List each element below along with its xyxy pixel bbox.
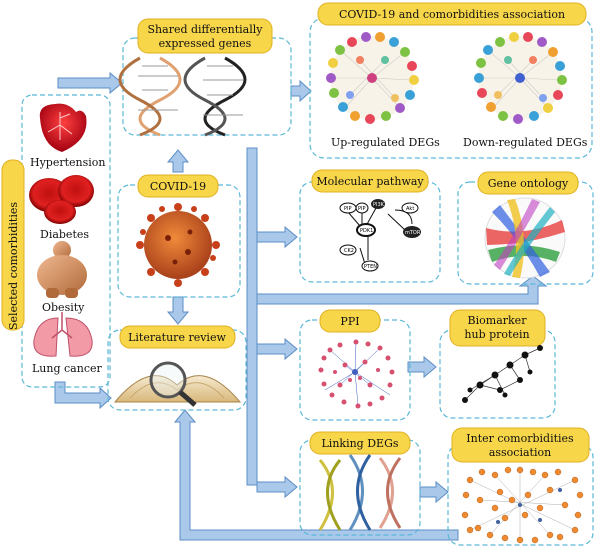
arrow-ppi-to-biomarker xyxy=(407,355,437,379)
covid-pill xyxy=(137,174,219,198)
comorbidities-panel xyxy=(21,94,111,388)
association-panel xyxy=(309,17,593,159)
association-title: COVID-19 and comorbidities association xyxy=(339,8,565,21)
linking-title: Linking DEGs xyxy=(322,437,399,450)
arrows xyxy=(54,71,548,541)
arrow-covid-to-literature xyxy=(166,296,190,325)
ppi-title: PPI xyxy=(340,315,359,328)
arrow-linking-to-inter xyxy=(419,480,449,504)
arrow-to-linking xyxy=(256,475,298,499)
pathway-pill xyxy=(311,169,429,193)
arrow-sidebar-to-literature xyxy=(54,381,112,410)
sidebar-title: Selected comorbidities xyxy=(7,202,20,330)
pathway-node-ck2: CK2 xyxy=(344,248,354,254)
pathway-node-pten: PTEN xyxy=(364,264,377,270)
biomarker-title-line2: hub protein xyxy=(464,328,529,341)
ontology-pill xyxy=(477,171,579,195)
arrow-covid-to-shared xyxy=(166,149,190,173)
upregulated-network-image xyxy=(326,32,419,124)
ppi-network-image xyxy=(318,339,395,409)
biomarker-pill xyxy=(449,309,546,347)
ontology-title: Gene ontology xyxy=(488,177,569,190)
inter-title-line2: association xyxy=(489,446,551,459)
obesity-image xyxy=(37,241,87,298)
arrow-trunk xyxy=(246,147,258,486)
pathway-node-pip2: PIP xyxy=(358,206,366,212)
diabetes-image xyxy=(29,175,94,224)
linking-pill xyxy=(309,431,411,455)
sidebar-title-pill xyxy=(1,159,25,331)
hypertension-image xyxy=(39,103,87,152)
pathway-title: Molecular pathway xyxy=(316,175,424,188)
lung-cancer-image xyxy=(33,312,93,357)
linking-dna-image xyxy=(318,454,402,531)
upregulated-label: Up-regulated DEGs xyxy=(331,136,440,149)
dna-helix-image xyxy=(118,56,247,137)
comorbidity-lung-cancer: Lung cancer xyxy=(32,362,102,375)
pathway-node-pi3k: PI3K xyxy=(373,202,385,208)
arrow-to-pathway xyxy=(256,225,298,249)
comorbidity-diabetes: Diabetes xyxy=(40,228,89,241)
inter-pill xyxy=(451,427,590,463)
downregulated-label: Down-regulated DEGs xyxy=(463,136,588,149)
ontology-panel xyxy=(457,181,594,285)
shared-degs-title-line2: expressed genes xyxy=(159,37,252,50)
pathway-node-akt: Akt xyxy=(406,206,414,212)
arrow-to-ppi xyxy=(256,337,298,361)
book-magnifier-image xyxy=(113,361,242,407)
pathway-node-pip: PIP xyxy=(344,206,352,212)
inter-network-image xyxy=(461,466,584,544)
pathway-node-pdk1: PDK1 xyxy=(360,228,373,234)
chord-diagram-image xyxy=(484,197,566,279)
pathway-diagram-image: PIP PIP PI3K Akt PDK1 mTOR CK2 PTEN xyxy=(339,199,421,272)
virus-image xyxy=(136,203,220,287)
arrow-to-ontology xyxy=(256,275,548,305)
shared-degs-pill xyxy=(137,18,273,54)
literature-pill xyxy=(119,325,236,349)
covid-title: COVID-19 xyxy=(150,180,206,193)
shared-degs-title-line1: Shared differentially xyxy=(148,23,264,36)
pathway-node-mtor: mTOR xyxy=(405,230,421,236)
arrow-shared-to-assoc xyxy=(290,79,312,103)
comorbidity-hypertension: Hypertension xyxy=(30,156,106,169)
downregulated-network-image xyxy=(474,32,567,124)
biomarker-title-line1: Biomarker xyxy=(468,314,528,327)
inter-title-line1: Inter comorbidities xyxy=(466,432,574,445)
comorbidity-obesity: Obesity xyxy=(42,301,85,314)
hub-protein-network-image xyxy=(462,345,543,403)
literature-title: Literature review xyxy=(128,331,226,344)
arrow-inter-to-literature xyxy=(173,409,459,541)
arrow-sidebar-to-shared xyxy=(57,71,123,95)
ppi-pill xyxy=(319,309,381,333)
association-pill xyxy=(317,2,587,26)
